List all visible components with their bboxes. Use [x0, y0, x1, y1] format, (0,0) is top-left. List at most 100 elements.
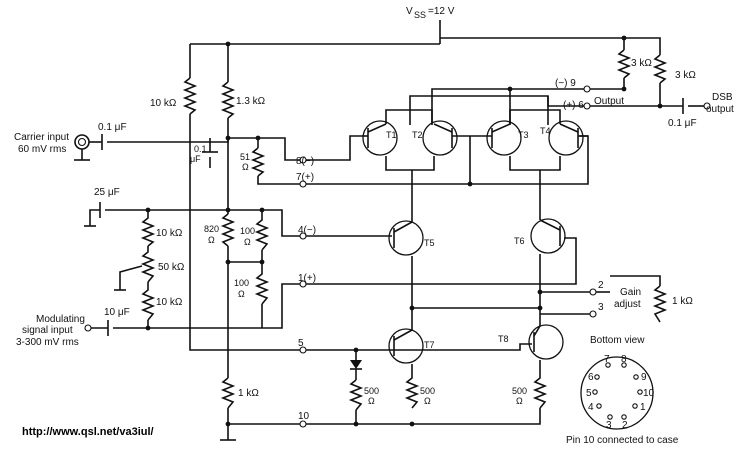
- pkg-pin: [594, 374, 600, 380]
- wire-t3-t4-emit: [509, 156, 561, 171]
- dsb-output-terminal: [703, 102, 711, 110]
- resistor-50k: [140, 246, 156, 283]
- label-c25: 25 μF: [94, 187, 120, 198]
- source-url: http://www.qsl.net/va3iul/: [22, 426, 154, 438]
- label-50k: 50 kΩ: [158, 262, 185, 273]
- label-500c-b: Ω: [516, 396, 523, 406]
- transistor-t1: T1: [362, 120, 398, 156]
- pkg-pin: [637, 389, 643, 395]
- mod-line3: 3-300 mV rms: [16, 337, 79, 348]
- pkg-pin: [607, 414, 613, 420]
- label-500c-a: 500: [512, 386, 527, 396]
- t5-label: T5: [424, 238, 435, 248]
- pkg-pin: [632, 403, 638, 409]
- label-10k-b: 10 kΩ: [156, 297, 183, 308]
- pin-10-label: 10: [298, 411, 310, 422]
- transistor-t8: T8: [498, 324, 564, 360]
- wire-pin1: [262, 283, 300, 329]
- wire-t8-base: [392, 343, 532, 351]
- package-bottom-view: 7 8 6 9 5 10 4 1 3 2: [580, 354, 655, 431]
- pin-2-label: 2: [598, 280, 604, 291]
- package-outline: [580, 356, 654, 430]
- output-label: Output: [594, 96, 624, 107]
- transistor-t6: T6: [514, 218, 566, 254]
- label-51-b: Ω: [242, 162, 249, 172]
- diode-icon: [350, 360, 362, 369]
- junction: [537, 289, 543, 295]
- pin-5-label: 5: [298, 338, 304, 349]
- pin-8-label: 8(−): [296, 156, 314, 167]
- junction: [409, 421, 415, 427]
- dsb-line1: DSB: [712, 92, 733, 103]
- pkg-label-5: 5: [586, 388, 592, 399]
- resistor-1k3: [220, 81, 236, 119]
- t8-label: T8: [498, 334, 509, 344]
- t7-label: T7: [424, 340, 435, 350]
- junction: [467, 181, 473, 187]
- label-100b-a: 100: [234, 278, 249, 288]
- wire-pin8: [306, 135, 362, 161]
- label-c01-b1: 0.1: [194, 144, 207, 154]
- label-100a-b: Ω: [244, 237, 251, 247]
- junction: [225, 421, 231, 427]
- resistor-100-a: [254, 210, 270, 251]
- resistor-10k-a: [140, 210, 156, 247]
- wire-t5-t6-emit: [411, 254, 541, 309]
- resistor-10k-top: [182, 77, 198, 115]
- pkg-label-7: 7: [604, 354, 610, 365]
- pkg-label-8: 8: [621, 354, 627, 365]
- resistor-1k-gain: [652, 285, 668, 323]
- label-100b-b: Ω: [238, 289, 245, 299]
- label-100a-a: 100: [240, 226, 255, 236]
- bottom-view-title: Bottom view: [590, 335, 645, 346]
- mod-line2: signal input: [22, 325, 73, 336]
- transistor-t7: T7: [388, 328, 435, 364]
- pkg-label-1: 1: [640, 402, 646, 413]
- supply-v: V: [406, 6, 413, 17]
- pkg-pin: [621, 362, 627, 368]
- wire: [257, 176, 300, 185]
- pkg-pin: [596, 403, 602, 409]
- label-500a-b: Ω: [368, 396, 375, 406]
- pin-9: [583, 85, 591, 93]
- junction: [537, 305, 543, 311]
- wire-pin4: [105, 209, 300, 237]
- label-10k-top: 10 kΩ: [150, 98, 177, 109]
- transistor-t2: T2: [412, 120, 470, 156]
- pkg-label-3: 3: [606, 420, 612, 431]
- wire-t3-t4-coll: [509, 109, 561, 124]
- carrier-input-label: Carrier input 60 mV rms: [14, 132, 69, 155]
- carrier-line1: Carrier input: [14, 132, 69, 143]
- pkg-label-4: 4: [588, 402, 594, 413]
- transistor-t5: T5: [388, 220, 435, 256]
- supply-sub: SS: [414, 10, 426, 20]
- label-c01-in: 0.1 μF: [98, 122, 127, 133]
- carrier-input-terminal: [77, 137, 87, 147]
- wire-out-minus: [431, 88, 584, 125]
- wire: [590, 78, 625, 90]
- wire-t6-base: [306, 237, 577, 285]
- resistor-3k-b: [652, 54, 668, 84]
- pkg-pin: [621, 414, 627, 420]
- resistor-500-b: [404, 364, 420, 409]
- transistor-t4: T4: [540, 120, 588, 156]
- pkg-label-6: 6: [588, 372, 594, 383]
- t2-label: T2: [412, 130, 423, 140]
- pkg-label-10: 10: [643, 388, 655, 399]
- t1-label: T1: [386, 130, 397, 140]
- resistor-100-b: [254, 262, 270, 305]
- label-1k-bot: 1 kΩ: [238, 388, 259, 399]
- ground-rail: [306, 408, 541, 425]
- label-1k-gain: 1 kΩ: [672, 296, 693, 307]
- junction: [621, 86, 627, 92]
- wire: [659, 83, 683, 107]
- label-51-a: 51: [240, 152, 250, 162]
- label-500a-a: 500: [364, 386, 379, 396]
- junction: [409, 305, 415, 311]
- supply-value: =12 V: [428, 6, 455, 17]
- t6-label: T6: [514, 236, 525, 246]
- junction: [255, 135, 261, 141]
- label-820-b: Ω: [208, 235, 215, 245]
- label-c10: 10 μF: [104, 307, 130, 318]
